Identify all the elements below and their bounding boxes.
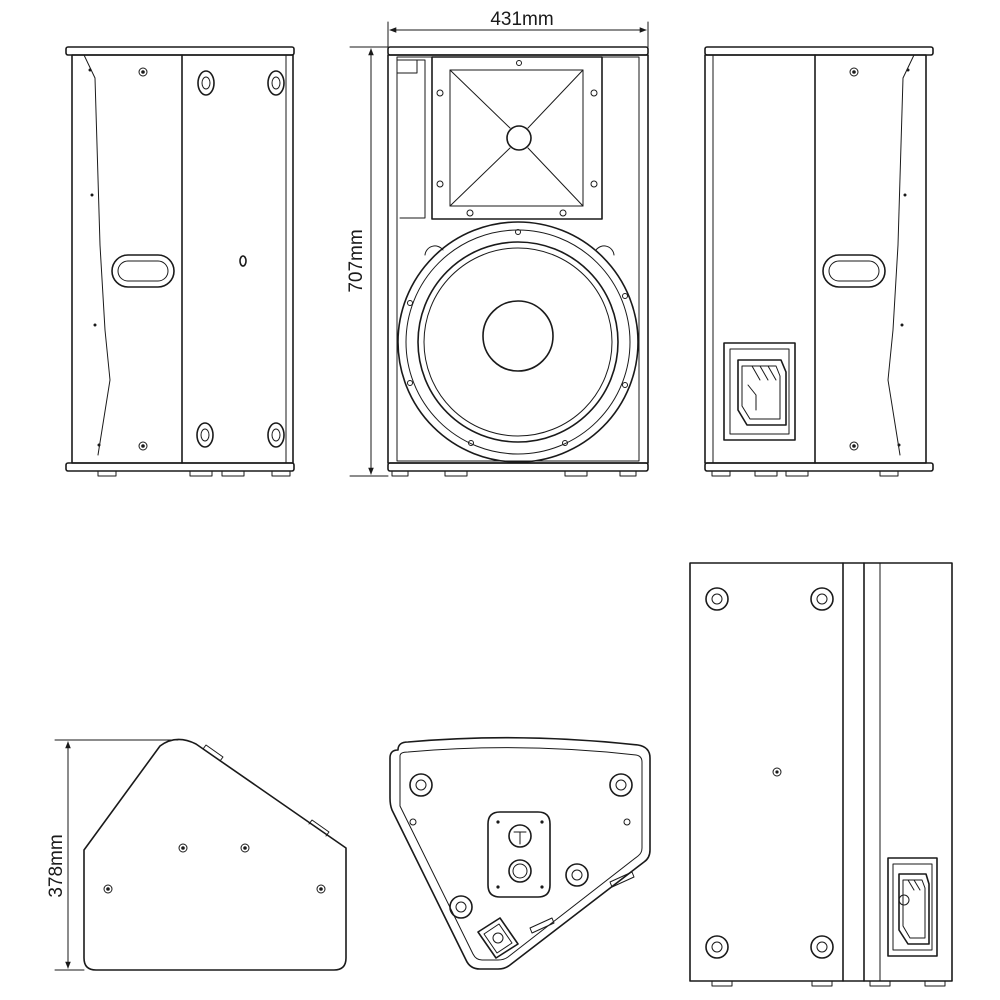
front-view <box>387 46 649 477</box>
dimension-height: 707mm <box>346 46 389 477</box>
left-side-view <box>65 46 295 477</box>
pole-mount-plate <box>487 811 551 898</box>
height-label: 707mm <box>346 229 367 292</box>
width-label: 431mm <box>490 9 553 30</box>
input-connector <box>477 917 519 959</box>
dimension-depth: 378mm <box>46 739 179 971</box>
top-handle <box>887 857 938 957</box>
horn-tweeter <box>431 56 603 220</box>
recessed-handle <box>723 342 796 441</box>
monitor-rear-view <box>389 736 651 970</box>
dimension-width: 431mm <box>387 9 649 48</box>
right-side-view <box>704 46 934 477</box>
top-view <box>689 562 953 987</box>
woofer <box>397 221 639 463</box>
depth-label: 378mm <box>46 834 67 897</box>
monitor-side-view <box>83 738 347 971</box>
